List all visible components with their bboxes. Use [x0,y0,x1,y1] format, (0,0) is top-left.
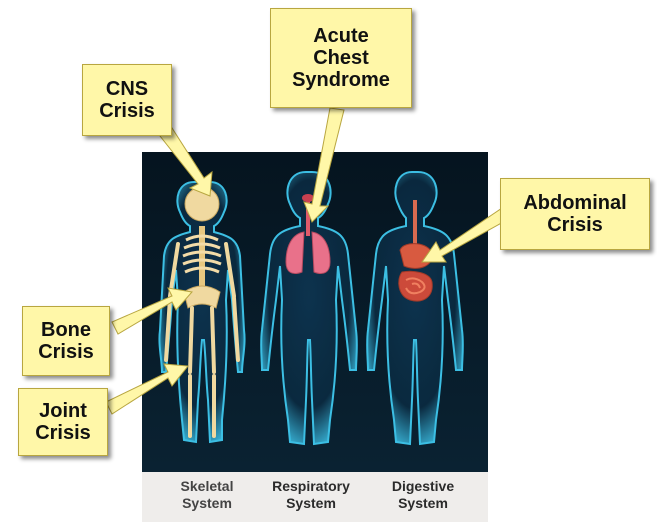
callout-bone-crisis: Bone Crisis [22,306,110,376]
intestines [399,271,433,301]
callout-acute-chest-syndrome: Acute Chest Syndrome [270,8,412,108]
caption-skeletal: Skeletal System [148,478,266,512]
callout-joint-crisis: Joint Crisis [18,388,108,456]
callout-abdominal-crisis: Abdominal Crisis [500,178,650,250]
callout-cns-crisis: CNS Crisis [82,64,172,136]
esophagus [413,200,417,246]
caption-respiratory: Respiratory System [252,478,370,512]
caption-digestive: Digestive System [364,478,482,512]
